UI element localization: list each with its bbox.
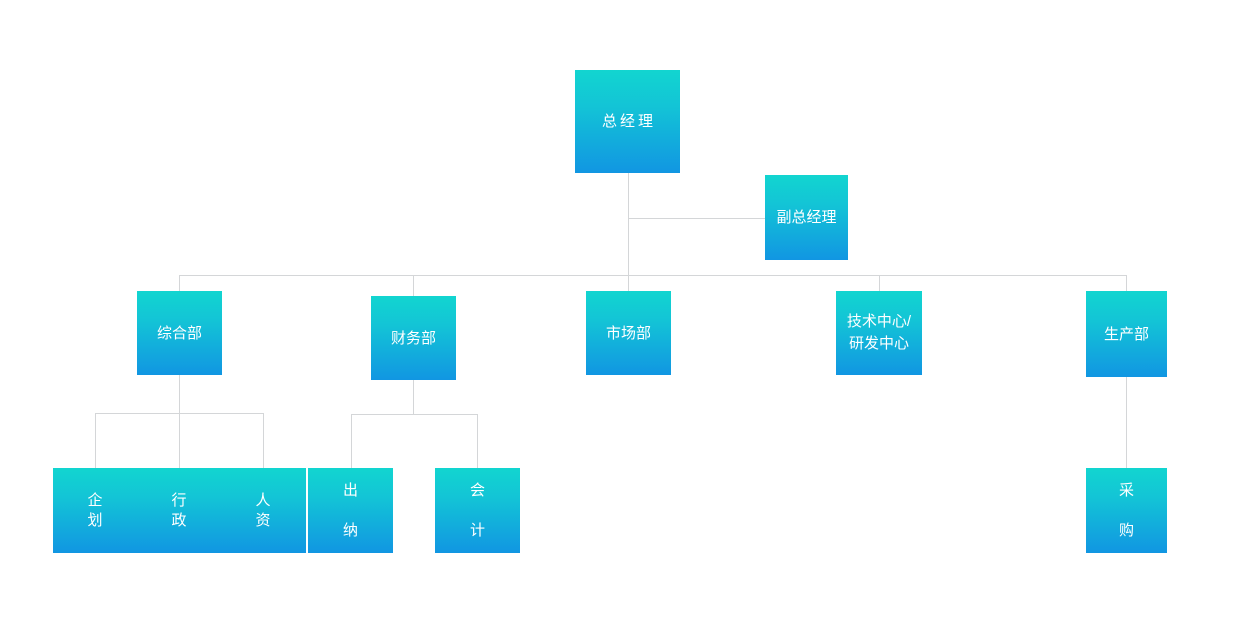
node-production-label: 生产部 bbox=[1103, 325, 1149, 343]
node-procurement[interactable]: 采 购 bbox=[1086, 468, 1167, 553]
node-administration-label[interactable]: 行 政 bbox=[169, 491, 189, 531]
node-planning-char-2: 划 bbox=[87, 511, 103, 529]
node-human-resources-char-1: 人 bbox=[255, 491, 271, 509]
node-planning-label[interactable]: 企 划 bbox=[85, 491, 105, 531]
node-procurement-char-1: 采 bbox=[1118, 481, 1134, 499]
node-planning-char-1: 企 bbox=[87, 491, 103, 509]
node-deputy-general-manager[interactable]: 副总经理 bbox=[765, 175, 848, 260]
connector-deputy-horizontal bbox=[628, 218, 765, 219]
connector-general-affairs-stem bbox=[179, 375, 180, 413]
connector-drop-finance bbox=[413, 275, 414, 296]
connector-drop-planning bbox=[95, 413, 96, 468]
connector-drop-accounting bbox=[477, 414, 478, 468]
node-accounting-char-2: 计 bbox=[469, 521, 485, 539]
node-finance[interactable]: 财务部 bbox=[371, 296, 456, 380]
node-cashier[interactable]: 出 纳 bbox=[308, 468, 393, 553]
node-tech-center[interactable]: 技术中心/ 研发中心 bbox=[836, 291, 922, 375]
node-general-affairs[interactable]: 综合部 bbox=[137, 291, 222, 375]
connector-root-trunk bbox=[628, 173, 629, 276]
connector-drop-production bbox=[1126, 275, 1127, 291]
node-general-manager-label: 总经理 bbox=[601, 113, 656, 130]
connector-drop-marketing bbox=[628, 275, 629, 291]
node-general-affairs-units-block[interactable]: 企 划 行 政 人 资 bbox=[53, 468, 306, 553]
node-production[interactable]: 生产部 bbox=[1086, 291, 1167, 377]
connector-drop-human-resources bbox=[263, 413, 264, 468]
node-tech-center-label: 技术中心/ 研发中心 bbox=[846, 313, 912, 352]
node-administration-char-1: 行 bbox=[171, 491, 187, 509]
connector-drop-cashier bbox=[351, 414, 352, 468]
node-general-manager[interactable]: 总经理 bbox=[575, 70, 680, 173]
connector-divisions-bar bbox=[179, 275, 1127, 276]
connector-drop-general-affairs bbox=[179, 275, 180, 291]
node-administration-char-2: 政 bbox=[171, 511, 187, 529]
connector-finance-bar bbox=[351, 414, 478, 415]
connector-finance-stem bbox=[413, 380, 414, 414]
node-accounting[interactable]: 会 计 bbox=[435, 468, 520, 553]
node-cashier-char-1: 出 bbox=[342, 481, 358, 499]
connector-drop-administration bbox=[179, 413, 180, 468]
node-procurement-label: 采 购 bbox=[1117, 461, 1137, 561]
node-cashier-char-2: 纳 bbox=[342, 521, 358, 539]
node-procurement-char-2: 购 bbox=[1118, 521, 1134, 539]
node-finance-label: 财务部 bbox=[390, 329, 436, 347]
connector-production-to-procurement bbox=[1126, 377, 1127, 468]
node-human-resources-label[interactable]: 人 资 bbox=[253, 491, 273, 531]
connector-drop-tech-center bbox=[879, 275, 880, 291]
node-human-resources-char-2: 资 bbox=[255, 511, 271, 529]
node-accounting-char-1: 会 bbox=[469, 481, 485, 499]
node-marketing[interactable]: 市场部 bbox=[586, 291, 671, 375]
node-deputy-general-manager-label: 副总经理 bbox=[776, 209, 837, 226]
node-cashier-label: 出 纳 bbox=[341, 461, 361, 561]
node-marketing-label: 市场部 bbox=[605, 324, 651, 342]
node-accounting-label: 会 计 bbox=[468, 461, 488, 561]
node-general-affairs-label: 综合部 bbox=[156, 324, 202, 342]
